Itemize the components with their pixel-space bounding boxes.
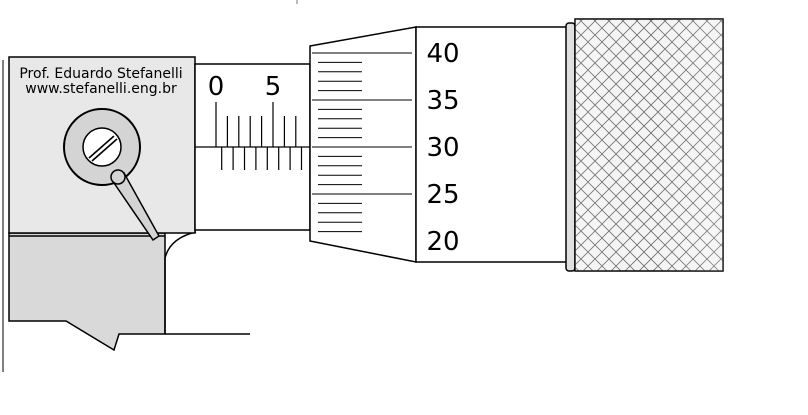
thimble: 40 35 30 25 20	[309, 26, 569, 263]
thimble-label-30: 30	[426, 133, 459, 163]
screw-slot	[88, 135, 115, 159]
ratchet-grip	[565, 18, 724, 272]
sleeve-label-0: 0	[208, 72, 225, 102]
thimble-tick-group	[312, 52, 412, 233]
thimble-label-35: 35	[426, 86, 459, 116]
thimble-label-25: 25	[426, 180, 459, 210]
lock-nut	[63, 108, 160, 242]
grip-collar	[565, 22, 576, 272]
frame-inner-curve	[164, 231, 197, 334]
grip-shading	[575, 19, 723, 271]
thimble-label-40: 40	[426, 39, 459, 69]
frame-lower-body	[8, 232, 166, 352]
screw-slot	[91, 138, 118, 162]
sleeve: 0 5	[194, 63, 311, 231]
website-credit: www.stefanelli.eng.br	[25, 81, 177, 97]
micrometer-frame	[8, 56, 250, 352]
thimble-body	[415, 26, 569, 263]
thimble-label-20: 20	[426, 227, 459, 257]
lock-lever-knob	[110, 169, 126, 185]
sleeve-tick-group	[215, 102, 303, 170]
author-credit: Prof. Eduardo Stefanelli	[19, 66, 182, 82]
sleeve-label-5: 5	[265, 72, 282, 102]
